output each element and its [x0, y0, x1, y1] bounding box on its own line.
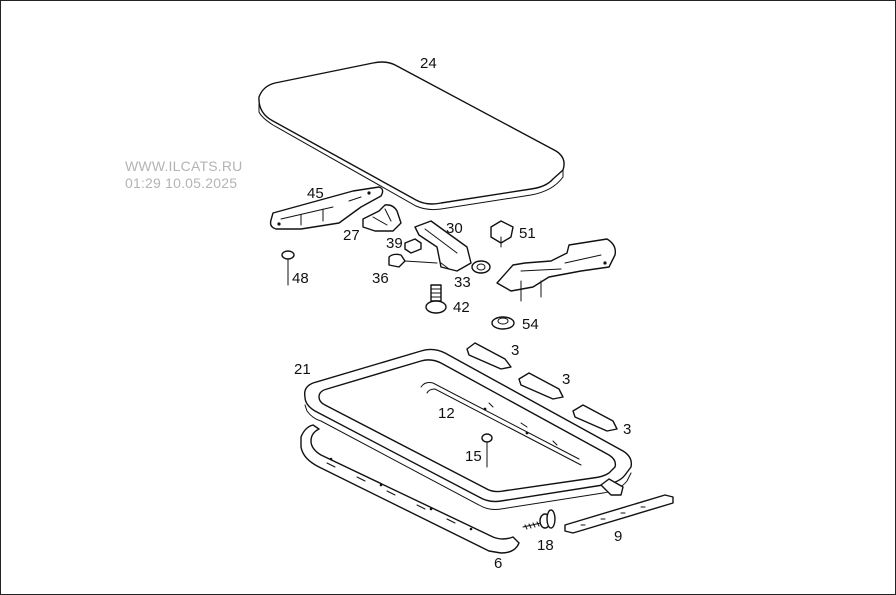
part-18-screw-washer[interactable] [522, 509, 556, 530]
part-33-ring[interactable] [471, 260, 491, 274]
part-3-seal-strip-b[interactable] [518, 372, 564, 400]
callout-21: 21 [294, 361, 311, 378]
part-3-seal-strip-a[interactable] [466, 342, 512, 370]
callout-3c: 3 [623, 421, 631, 438]
callout-30: 30 [446, 220, 463, 237]
callout-3a: 3 [511, 342, 519, 359]
part-54-nut[interactable] [491, 316, 515, 330]
part-24-roof-panel[interactable] [258, 61, 565, 211]
part-21-frame-seal[interactable] [303, 348, 633, 510]
part-39-block[interactable] [404, 238, 422, 254]
part-12-inner-rail[interactable] [420, 382, 582, 466]
callout-54: 54 [522, 316, 539, 333]
lifter-mechanism-assembly[interactable] [496, 238, 617, 302]
callout-45: 45 [307, 185, 324, 202]
callout-24: 24 [420, 55, 437, 72]
callout-36: 36 [372, 270, 389, 287]
part-27-lever[interactable] [362, 204, 402, 232]
part-3-seal-strip-c[interactable] [572, 404, 618, 432]
part-30-carriage[interactable] [414, 220, 472, 272]
part-36-slider[interactable] [388, 253, 438, 268]
callout-42: 42 [453, 299, 470, 316]
part-6-front-frame[interactable] [300, 424, 520, 554]
part-51-clip[interactable] [490, 220, 514, 248]
callout-9: 9 [614, 528, 622, 545]
part-15-screw[interactable] [481, 433, 493, 468]
part-48-pin[interactable] [281, 250, 295, 286]
callout-27: 27 [343, 227, 360, 244]
watermark-timestamp: 01:29 10.05.2025 [125, 175, 238, 191]
callout-48: 48 [292, 270, 309, 287]
part-9-rail-strip[interactable] [564, 494, 674, 534]
callout-3b: 3 [562, 371, 570, 388]
callout-18: 18 [537, 537, 554, 554]
part-45-guide-bracket[interactable] [269, 186, 384, 230]
watermark-site: WWW.ILCATS.RU [125, 158, 243, 174]
callout-12: 12 [438, 405, 455, 422]
callout-39: 39 [386, 235, 403, 252]
callout-15: 15 [465, 448, 482, 465]
callout-51: 51 [519, 225, 536, 242]
callout-33: 33 [454, 274, 471, 291]
part-42-bolt[interactable] [425, 284, 447, 314]
frame-corner-clip[interactable] [600, 478, 624, 496]
callout-6: 6 [494, 555, 502, 572]
